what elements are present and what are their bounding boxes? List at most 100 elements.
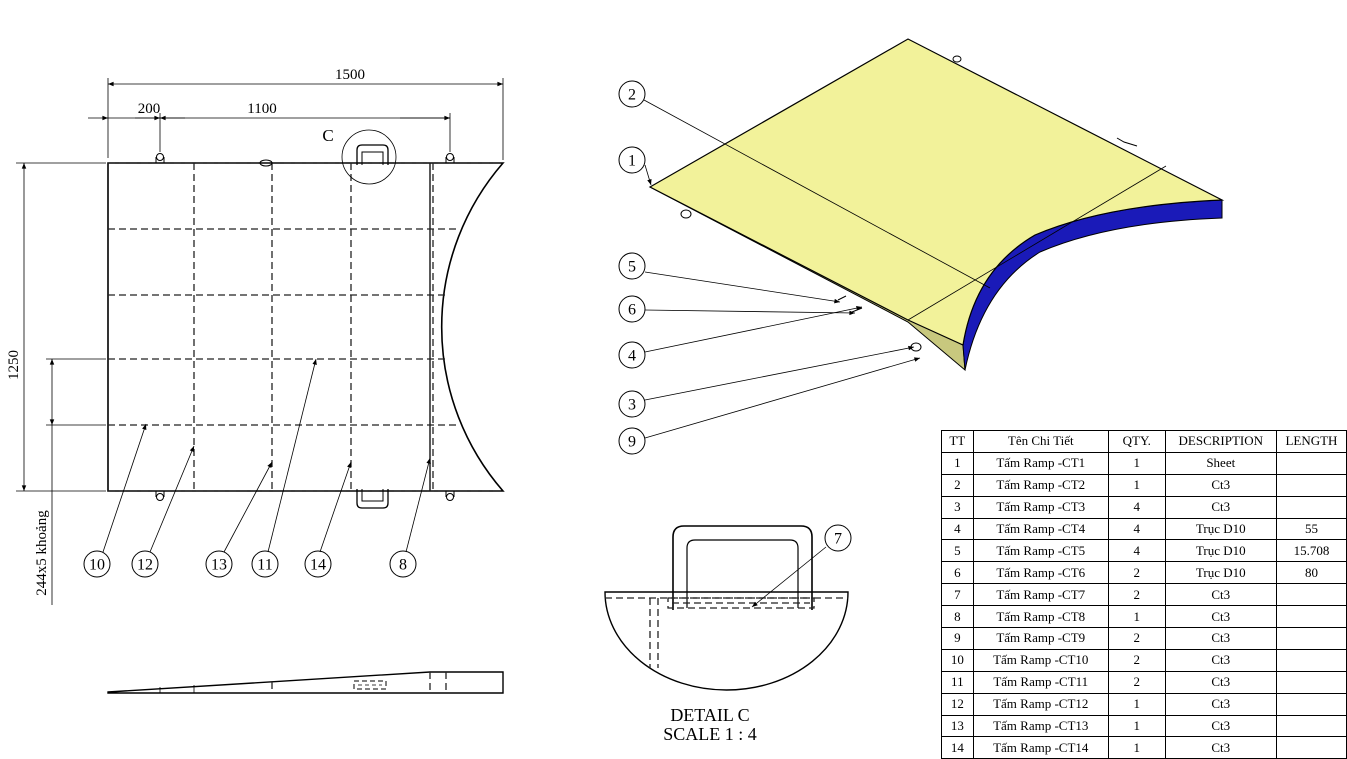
bom-cell-tt: 1 bbox=[941, 451, 974, 475]
svg-text:10: 10 bbox=[89, 557, 105, 574]
bom-cell-length bbox=[1275, 648, 1347, 672]
bom-header-row: TT Tên Chi Tiết QTY. DESCRIPTION LENGTH bbox=[941, 430, 1347, 453]
bom-header-name: Tên Chi Tiết bbox=[972, 430, 1109, 453]
bom-cell-description: Ct3 bbox=[1164, 692, 1277, 716]
detail-title: DETAIL C bbox=[670, 705, 749, 725]
balloon-12: 12 bbox=[131, 550, 159, 578]
balloon-7: 7 bbox=[824, 524, 852, 552]
bom-cell-name: Tấm Ramp -CT14 bbox=[972, 736, 1109, 759]
balloon-1: 1 bbox=[618, 146, 646, 174]
bom-cell-tt: 12 bbox=[941, 692, 974, 716]
ramp-joint-line bbox=[907, 165, 1167, 321]
dim-spacing: 244x5 khoảng bbox=[34, 358, 106, 605]
svg-text:9: 9 bbox=[628, 434, 636, 451]
dim-label-200: 200 bbox=[138, 101, 161, 117]
bom-cell-qty: 1 bbox=[1107, 605, 1166, 629]
bom-cell-length bbox=[1275, 473, 1347, 497]
bom-cell-name: Tấm Ramp -CT8 bbox=[972, 605, 1109, 629]
bom-cell-length bbox=[1275, 451, 1347, 475]
bom-cell-length bbox=[1275, 627, 1347, 650]
bom-cell-description: Ct3 bbox=[1164, 627, 1277, 650]
bom-cell-name: Tấm Ramp -CT7 bbox=[972, 583, 1109, 607]
handles bbox=[356, 144, 389, 509]
bom-header-qty: QTY. bbox=[1107, 430, 1166, 453]
plan-balloons: 10 12 13 11 14 8 bbox=[83, 550, 417, 578]
bom-cell-tt: 9 bbox=[941, 627, 974, 650]
bom-cell-name: Tấm Ramp -CT6 bbox=[972, 561, 1109, 585]
svg-text:7: 7 bbox=[834, 531, 842, 548]
bom-cell-qty: 2 bbox=[1107, 561, 1166, 585]
bom-cell-length bbox=[1275, 605, 1347, 629]
balloon-2: 2 bbox=[618, 80, 646, 108]
hidden-ribs bbox=[108, 162, 503, 492]
bom-cell-description: Trục D10 bbox=[1164, 539, 1277, 563]
plan-leaders bbox=[102, 358, 431, 553]
balloon-14: 14 bbox=[304, 550, 332, 578]
bom-cell-tt: 5 bbox=[941, 539, 974, 563]
bom-cell-qty: 2 bbox=[1107, 648, 1166, 672]
bom-cell-length bbox=[1275, 583, 1347, 607]
bom-cell-name: Tấm Ramp -CT3 bbox=[972, 495, 1109, 519]
bill-of-materials-table: TT Tên Chi Tiết QTY. DESCRIPTION LENGTH … bbox=[941, 430, 1347, 759]
bom-cell-length: 80 bbox=[1275, 561, 1347, 585]
bom-cell-description: Ct3 bbox=[1164, 473, 1277, 497]
balloon-5: 5 bbox=[618, 252, 646, 280]
detail-c-view: 7 DETAIL C SCALE 1 : 4 bbox=[604, 524, 852, 744]
bom-cell-tt: 7 bbox=[941, 583, 974, 607]
dim-label-1250: 1250 bbox=[6, 350, 22, 380]
bom-header-tt: TT bbox=[941, 430, 974, 453]
bom-cell-description: Ct3 bbox=[1164, 648, 1277, 672]
svg-text:13: 13 bbox=[211, 557, 227, 574]
iso-leaders bbox=[643, 99, 991, 439]
balloon-8: 8 bbox=[389, 550, 417, 578]
bom-cell-name: Tấm Ramp -CT2 bbox=[972, 473, 1109, 497]
detail-c-marker: C bbox=[322, 126, 333, 145]
iso-view: 2 1 5 6 4 3 9 bbox=[618, 38, 1225, 455]
bom-cell-description: Ct3 bbox=[1164, 670, 1277, 694]
bom-cell-tt: 8 bbox=[941, 605, 974, 629]
detail-scale: SCALE 1 : 4 bbox=[663, 724, 757, 744]
side-view bbox=[107, 671, 504, 694]
svg-text:8: 8 bbox=[399, 557, 407, 574]
bom-cell-tt: 3 bbox=[941, 495, 974, 519]
balloon-13: 13 bbox=[205, 550, 233, 578]
dim-overall-width: 1500 bbox=[107, 67, 504, 160]
bom-cell-tt: 4 bbox=[941, 517, 974, 541]
bom-cell-tt: 11 bbox=[941, 670, 974, 694]
balloon-10: 10 bbox=[83, 550, 111, 578]
plan-view: 1500 200 1100 1250 244x5 khoảng bbox=[6, 67, 505, 605]
bom-cell-qty: 1 bbox=[1107, 736, 1166, 759]
bom-cell-description: Ct3 bbox=[1164, 714, 1277, 738]
bom-cell-tt: 14 bbox=[941, 736, 974, 759]
bom-header-length: LENGTH bbox=[1275, 430, 1347, 453]
plate-top-face bbox=[648, 38, 1225, 346]
bom-cell-name: Tấm Ramp -CT5 bbox=[972, 539, 1109, 563]
bom-cell-length bbox=[1275, 495, 1347, 519]
dim-overall-length: 1250 bbox=[6, 162, 106, 492]
bom-cell-description: Ct3 bbox=[1164, 736, 1277, 759]
balloon-11: 11 bbox=[251, 550, 279, 578]
balloon-4: 4 bbox=[618, 341, 646, 369]
bom-cell-qty: 4 bbox=[1107, 517, 1166, 541]
svg-text:14: 14 bbox=[310, 557, 326, 574]
bom-cell-qty: 2 bbox=[1107, 670, 1166, 694]
dim-label-spacing: 244x5 khoảng bbox=[34, 510, 50, 596]
svg-text:3: 3 bbox=[628, 397, 636, 414]
bom-cell-qty: 2 bbox=[1107, 583, 1166, 607]
bom-cell-tt: 10 bbox=[941, 648, 974, 672]
bom-cell-qty: 4 bbox=[1107, 539, 1166, 563]
bom-cell-name: Tấm Ramp -CT1 bbox=[972, 451, 1109, 475]
bom-cell-tt: 2 bbox=[941, 473, 974, 497]
bom-cell-description: Trục D10 bbox=[1164, 561, 1277, 585]
hinge-tabs bbox=[155, 153, 455, 501]
balloon-6: 6 bbox=[618, 295, 646, 323]
bom-cell-length bbox=[1275, 670, 1347, 694]
